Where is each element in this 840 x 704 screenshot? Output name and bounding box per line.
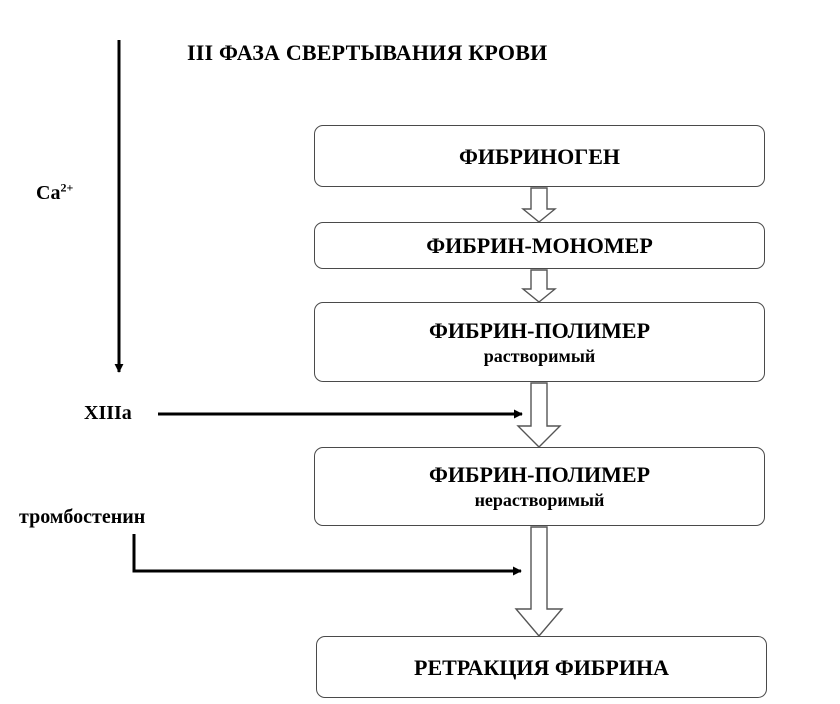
step-title: ФИБРИНОГЕН xyxy=(458,143,621,169)
flow-arrow-monomer-to-polymer xyxy=(521,269,557,303)
step-box-fibrin-polymer-soluble: ФИБРИН-ПОЛИМЕР растворимый xyxy=(314,302,765,382)
step-title: ФИБРИН-ПОЛИМЕР xyxy=(428,462,651,487)
step-title: ФИБРИН-ПОЛИМЕР xyxy=(428,317,651,343)
step-subtitle: нерастворимый xyxy=(474,490,605,510)
step-box-fibrin-polymer-insoluble: ФИБРИН-ПОЛИМЕР нерастворимый xyxy=(314,447,765,526)
flow-arrow-insoluble-to-retraction xyxy=(514,526,564,638)
step-box-fibrin-retraction: РЕТРАКЦИЯ ФИБРИНА xyxy=(316,636,767,698)
step-box-fibrinogen: ФИБРИНОГЕН xyxy=(314,125,765,187)
step-box-fibrin-monomer: ФИБРИН-МОНОМЕР xyxy=(314,222,765,269)
thrombostenin-arrow xyxy=(132,534,522,576)
flow-arrow-soluble-to-insoluble xyxy=(516,382,562,448)
thrombostenin-label: тромбостенин xyxy=(19,506,146,528)
step-title: РЕТРАКЦИЯ ФИБРИНА xyxy=(414,654,669,680)
calcium-label: Ca2+ xyxy=(36,180,74,204)
diagram-title: III ФАЗА СВЕРТЫВАНИЯ КРОВИ xyxy=(187,40,548,65)
step-subtitle: растворимый xyxy=(483,345,596,366)
flow-arrow-fibrinogen-to-monomer xyxy=(521,187,557,223)
factor-xiiia-label: XIIIa xyxy=(84,402,132,424)
step-title: ФИБРИН-МОНОМЕР xyxy=(426,233,653,258)
